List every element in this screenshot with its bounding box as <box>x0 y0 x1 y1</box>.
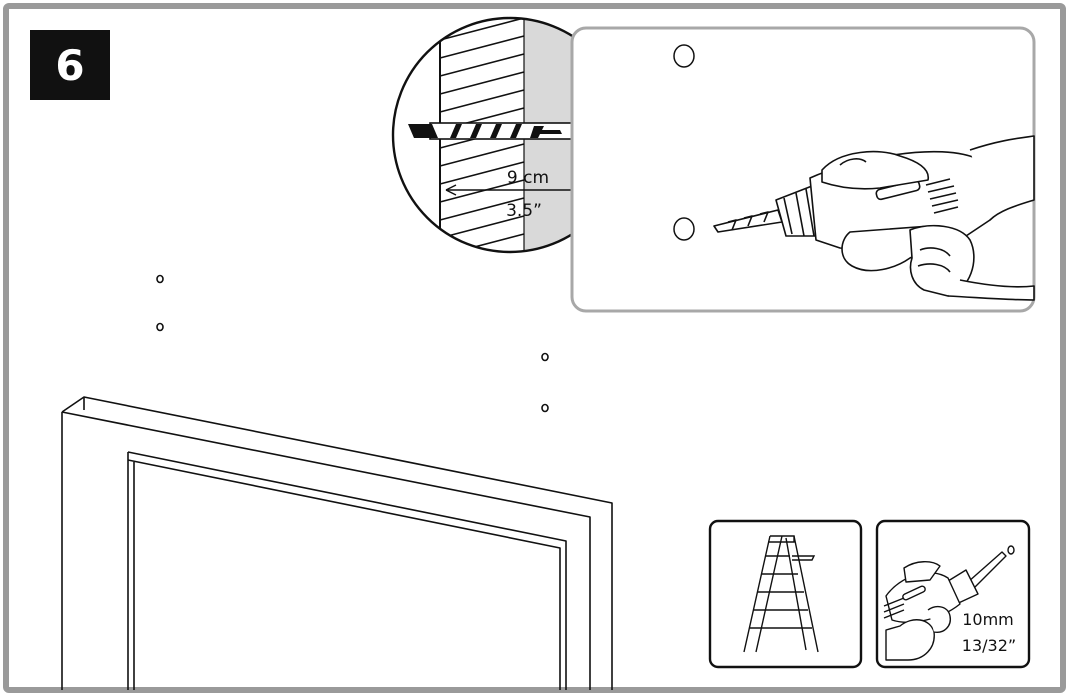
step-badge: 6 <box>30 30 110 100</box>
drilling-inset <box>572 28 1034 311</box>
hole-mark <box>542 354 548 361</box>
tool-ladder-card <box>710 521 861 667</box>
hole-marks <box>157 276 548 412</box>
depth-label-metric: 9 cm <box>507 168 549 188</box>
depth-label-imperial: 3.5” <box>506 201 542 221</box>
tv-panel <box>62 397 612 690</box>
drill-bit-size-imperial: 13/32” <box>962 636 1016 655</box>
hole-mark <box>157 324 163 331</box>
drill-bit-size-metric: 10mm <box>962 610 1014 629</box>
step-number: 6 <box>55 41 84 90</box>
hole-mark <box>542 405 548 412</box>
drill-bit-detail <box>408 123 596 139</box>
tool-drill-card: 10mm 13/32” <box>877 521 1029 667</box>
hole-mark <box>157 276 163 283</box>
